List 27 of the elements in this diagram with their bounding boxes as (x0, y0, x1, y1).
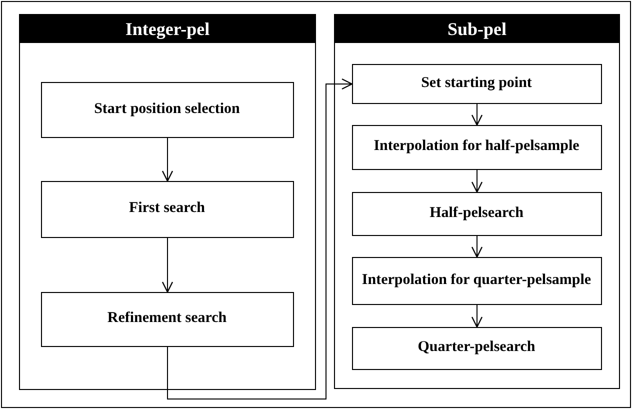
arrow (162, 238, 174, 293)
box-label: Set starting point (421, 74, 532, 92)
arrow (167, 78, 353, 400)
arrow (471, 236, 483, 258)
arrow (471, 304, 483, 328)
panel-header: Sub-pel (335, 15, 619, 43)
arrow (471, 104, 483, 126)
box-label: Interpolation for half-pelsample (374, 138, 580, 156)
box-label: Quarter-pelsearch (418, 339, 536, 357)
process-box (40, 292, 294, 346)
process-box (352, 192, 602, 236)
process-box (40, 82, 294, 138)
arrow (162, 138, 174, 182)
arrow (471, 170, 483, 193)
group-panel (19, 14, 316, 390)
process-box (352, 124, 602, 170)
process-box (352, 326, 602, 370)
box-label: Start position selection (94, 100, 240, 118)
panel-header: Integer-pel (20, 15, 315, 43)
box-label: Interpolation for quarter-pelsample (362, 272, 592, 290)
box-label: First search (129, 200, 205, 218)
box-label: Half-pelsearch (430, 204, 524, 222)
group-panel (334, 14, 620, 389)
process-box (352, 256, 602, 304)
process-box (40, 180, 294, 238)
process-box (352, 64, 602, 104)
box-label: Refinement search (107, 310, 227, 328)
